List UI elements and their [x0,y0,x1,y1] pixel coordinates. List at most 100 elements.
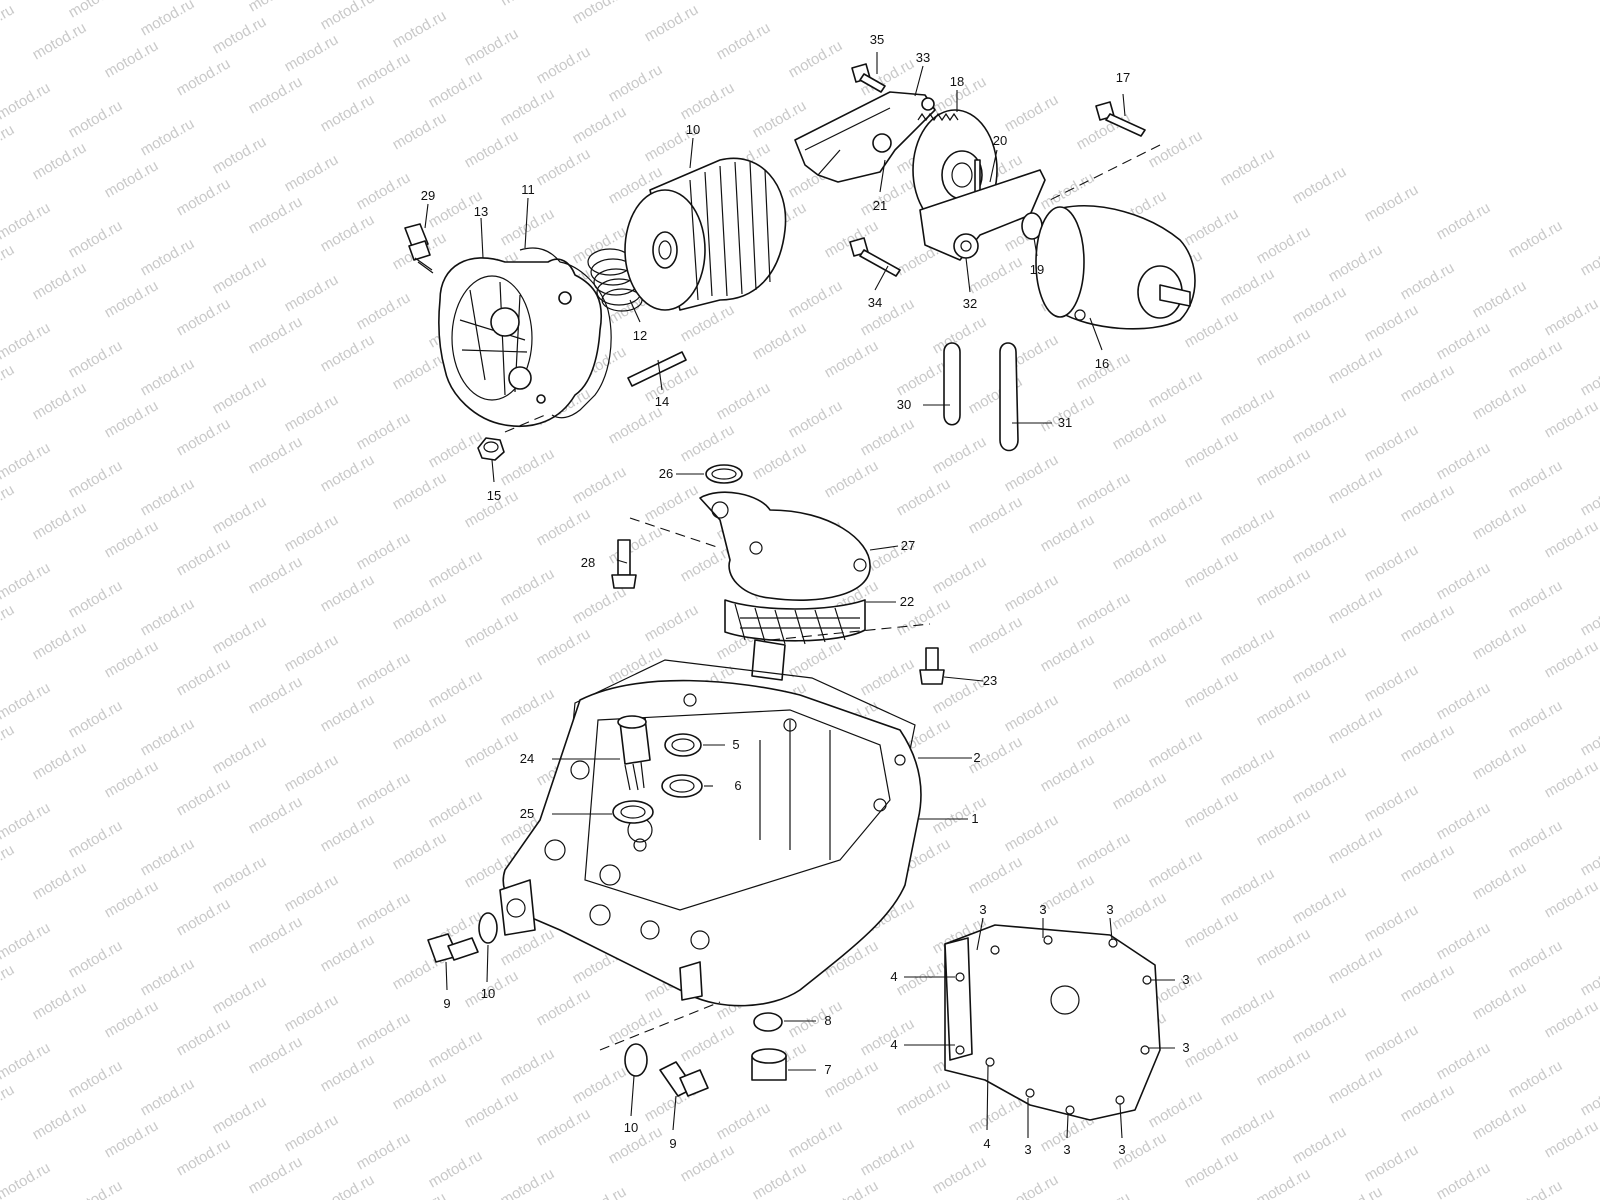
callout-3: 3 [1039,902,1046,917]
watermark-text: motod.ru [534,1105,594,1149]
watermark-text: motod.ru [894,475,954,519]
watermark-text: motod.ru [210,733,270,777]
watermark-text: motod.ru [534,625,594,669]
callout-26: 25 [520,806,534,821]
watermark-text: motod.ru [1002,811,1062,855]
leader-lines [424,52,1175,1139]
watermark-text: motod.ru [1434,679,1494,723]
watermark-text: motod.ru [1290,283,1350,327]
watermark-text: motod.ru [1146,847,1206,891]
watermark-text: motod.ru [606,1003,666,1047]
watermark-text: motod.ru [66,817,126,861]
watermark-text: motod.ru [0,601,17,645]
watermark-text: motod.ru [1254,1165,1314,1200]
watermark-text: motod.ru [66,0,126,21]
watermark-text: motod.ru [1218,985,1278,1029]
watermark-text: motod.ru [102,637,162,681]
watermark-text: motod.ru [1254,805,1314,849]
watermark-text: motod.ru [858,415,918,459]
callout-34: 33 [916,50,930,65]
watermark-text: motod.ru [1326,583,1386,627]
watermark-text: motod.ru [30,859,90,903]
watermark-text: motod.ru [1470,979,1530,1023]
watermark-text: motod.ru [210,493,270,537]
watermark-text: motod.ru [318,811,378,855]
watermark-text: motod.ru [822,337,882,381]
o-ring-27 [705,464,743,484]
watermark-text: motod.ru [1254,1045,1314,1089]
watermark-text: motod.ru [606,403,666,447]
watermark-text: motod.ru [354,889,414,933]
watermark-text: motod.ru [0,199,53,243]
watermark-text: motod.ru [462,607,522,651]
watermark-text: motod.ru [0,679,53,723]
watermark-text: motod.ru [1506,457,1566,501]
watermark-text: motod.ru [246,313,306,357]
watermark-text: motod.ru [1362,1021,1422,1065]
callout-9: 9 [443,996,450,1011]
watermark-text: motod.ru [1290,763,1350,807]
watermark-text: motod.ru [1218,865,1278,909]
watermark-text: motod.ru [606,523,666,567]
watermark-text: motod.ru [138,355,198,399]
watermark-text: motod.ru [1254,685,1314,729]
watermark-text: motod.ru [894,1195,954,1200]
watermark-text: motod.ru [354,1129,414,1173]
callout-4: 4 [890,1037,897,1052]
watermark-text: motod.ru [570,463,630,507]
watermark-text: motod.ru [1002,451,1062,495]
watermark-text: motod.ru [282,271,342,315]
callout-1: 1 [971,811,978,826]
watermark-text: motod.ru [210,373,270,417]
drain-gasket-left [478,912,498,944]
watermark-text: motod.ru [174,1015,234,1059]
watermark-text: motod.ru [498,1165,558,1200]
watermark-text: motod.ru [138,1195,198,1200]
watermark-text: motod.ru [282,151,342,195]
watermark-text: motod.ru [354,529,414,573]
watermark-text: motod.ru [1470,619,1530,663]
watermark-text: motod.ru [0,439,53,483]
watermark-text: motod.ru [1578,955,1600,999]
watermark-text: motod.ru [786,37,846,81]
callout-31: 30 [897,397,911,412]
watermark-text: motod.ru [102,757,162,801]
watermark-text: motod.ru [246,793,306,837]
watermark-text: motod.ru [858,655,918,699]
watermark-text: motod.ru [174,415,234,459]
watermark-text: motod.ru [66,1057,126,1101]
bolt-29 [611,539,637,589]
watermark-text: motod.ru [318,571,378,615]
watermark-text: motod.ru [1038,511,1098,555]
watermark-text: motod.ru [1434,1159,1494,1200]
watermark-text: motod.ru [318,691,378,735]
watermark-text: motod.ru [714,379,774,423]
watermark-text: motod.ru [1218,385,1278,429]
watermark-text: motod.ru [1506,1177,1566,1200]
watermark-text: motod.ru [570,1063,630,1107]
callout-7: 7 [824,1062,831,1077]
watermark-text: motod.ru [1362,541,1422,585]
watermark-text: motod.ru [1470,739,1530,783]
watermark-text: motod.ru [138,115,198,159]
watermark-text: motod.ru [1434,199,1494,243]
watermark-text: motod.ru [390,349,450,393]
watermark-text: motod.ru [1182,1027,1242,1071]
callout-labels: 35 33 18 17 20 10 21 11 29 13 19 12 32 3… [421,32,1190,1157]
watermark-text: motod.ru [1578,235,1600,279]
watermark-text: motod.ru [0,121,17,165]
watermark-text: motod.ru [30,1099,90,1143]
watermark-text: motod.ru [354,1009,414,1053]
watermark-text: motod.ru [498,685,558,729]
watermark-text: motod.ru [1578,835,1600,879]
watermark-text: motod.ru [570,103,630,147]
watermark-text: motod.ru [1254,565,1314,609]
watermark-text: motod.ru [0,241,17,285]
watermark-text: motod.ru [1398,721,1458,765]
watermark-text: motod.ru [390,469,450,513]
watermark-text: motod.ru [1434,559,1494,603]
watermark-text: motod.ru [858,1015,918,1059]
watermark-text: motod.ru [390,589,450,633]
callout-8: 8 [824,1013,831,1028]
watermark-text: motod.ru [1218,265,1278,309]
